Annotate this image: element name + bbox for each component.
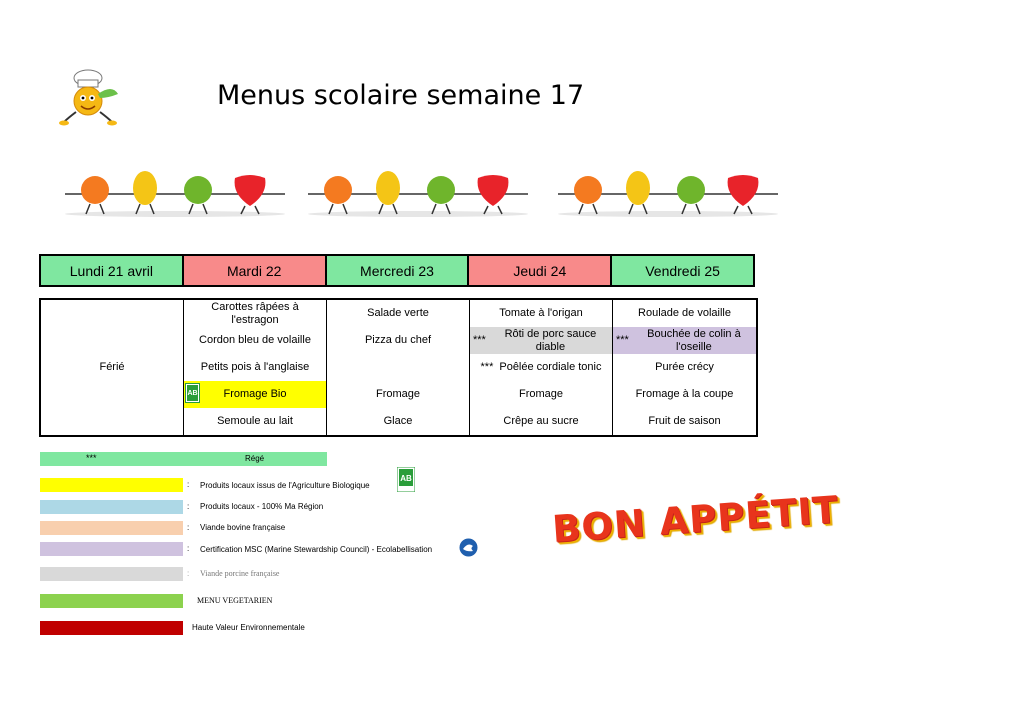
legend-separator: : bbox=[187, 480, 190, 489]
legend-label-vegetarien: MENU VEGETARIEN bbox=[197, 596, 273, 605]
day-header-vendredi: Vendredi 25 bbox=[612, 256, 753, 285]
regime-marker: *** bbox=[480, 361, 494, 373]
ab-organic-logo-icon: AB bbox=[397, 467, 415, 492]
bon-appetit-text: BON APPÉTIT bbox=[550, 488, 841, 551]
regime-marker: *** bbox=[473, 334, 486, 346]
legend-bar-hve bbox=[40, 621, 183, 635]
legend-label-porc: Viande porcine française bbox=[200, 569, 280, 578]
menu-cell-jeudi-plat: *** Rôti de porc sauce diable bbox=[470, 327, 613, 354]
menu-cell-mercredi-entree: Salade verte bbox=[327, 300, 470, 327]
menu-cell-mardi-dessert: Semoule au lait bbox=[184, 408, 327, 435]
page-title: Menus scolaire semaine 17 bbox=[217, 80, 585, 111]
legend-bar-bio bbox=[40, 478, 183, 492]
day-header-jeudi: Jeudi 24 bbox=[469, 256, 613, 285]
day-header-mardi: Mardi 22 bbox=[183, 256, 327, 285]
menu-cell-vendredi-plat: *** Bouchée de colin à l'oseille bbox=[613, 327, 756, 354]
menu-cell-mardi-legume: Petits pois à l'anglaise bbox=[184, 354, 327, 381]
legend-rege-bar: *** Régé bbox=[40, 452, 327, 466]
menu-item-text: Poêlée cordiale tonic bbox=[499, 361, 602, 373]
dancing-fruits-icon bbox=[558, 171, 778, 217]
menu-cell-vendredi-legume: Purée crécy bbox=[655, 361, 714, 373]
menu-cell-lundi: Férié bbox=[41, 300, 184, 435]
menu-item-text: Fromage Bio bbox=[223, 388, 287, 400]
menu-cell-mardi-entree: Carottes râpées à l'estragon bbox=[184, 300, 327, 327]
menu-cell-mardi-fromage: AB Fromage Bio bbox=[184, 381, 327, 408]
legend-label-bio: Produits locaux issus de l'Agriculture B… bbox=[200, 481, 370, 490]
dancing-fruits-icon bbox=[308, 171, 528, 217]
ab-logo-text: AB bbox=[187, 390, 197, 397]
ab-organic-logo-icon: AB bbox=[185, 383, 200, 403]
menu-cell-jeudi-dessert: Crêpe au sucre bbox=[470, 408, 613, 435]
menu-cell-mercredi-plat: Pizza du chef bbox=[327, 327, 470, 354]
legend-label-msc: Certification MSC (Marine Stewardship Co… bbox=[200, 545, 433, 554]
legend-bar-local bbox=[40, 500, 183, 514]
legend-separator: : bbox=[187, 544, 190, 553]
chef-mascot-icon bbox=[59, 69, 118, 126]
menu-cell-jeudi-fromage: Fromage bbox=[470, 381, 613, 408]
menu-cell-vendredi-entree: Roulade de volaille bbox=[638, 307, 731, 319]
day-header-lundi: Lundi 21 avril bbox=[41, 256, 184, 285]
dancing-fruits-icon bbox=[65, 171, 285, 217]
menu-cell-mercredi-dessert: Glace bbox=[327, 408, 470, 435]
legend-label-bovine: Viande bovine française bbox=[200, 523, 286, 532]
legend-separator: : bbox=[187, 502, 190, 511]
menu-item-text: Rôti de porc sauce diable bbox=[504, 327, 597, 353]
menu-table: Férié Carottes râpées à l'estragon Salad… bbox=[39, 298, 758, 437]
msc-fish-logo-icon bbox=[459, 538, 478, 557]
menu-cell-mercredi-fromage: Fromage bbox=[327, 381, 470, 408]
ab-logo-text: AB bbox=[400, 474, 412, 483]
menu-cell-vendredi-dessert: Fruit de saison bbox=[648, 415, 721, 427]
legend-separator: : bbox=[187, 523, 190, 532]
regime-marker: *** bbox=[616, 334, 629, 346]
legend-rege-label: Régé bbox=[245, 454, 265, 463]
menu-cell-vendredi-fromage: Fromage à la coupe bbox=[635, 388, 734, 400]
legend-bar-vegetarien bbox=[40, 594, 183, 608]
legend-label-local: Produits locaux - 100% Ma Région bbox=[200, 502, 324, 511]
legend-label-hve: Haute Valeur Environnementale bbox=[192, 623, 305, 632]
legend-bar-msc bbox=[40, 542, 183, 556]
menu-item-text: Bouchée de colin à l'oseille bbox=[647, 327, 741, 353]
legend-bar-porc bbox=[40, 567, 183, 581]
menu-cell-jeudi-entree: Tomate à l'origan bbox=[470, 300, 613, 327]
legend-separator: : bbox=[187, 569, 190, 578]
day-header-mercredi: Mercredi 23 bbox=[326, 256, 470, 285]
menu-cell-mardi-plat: Cordon bleu de volaille bbox=[184, 327, 327, 354]
day-header-row: Lundi 21 avril Mardi 22 Mercredi 23 Jeud… bbox=[39, 254, 755, 287]
legend-bar-bovine bbox=[40, 521, 183, 535]
legend-rege-marker: *** bbox=[86, 453, 97, 463]
menu-cell-jeudi-legume: *** Poêlée cordiale tonic bbox=[470, 354, 613, 381]
menu-cell-mercredi-legume bbox=[327, 354, 470, 381]
